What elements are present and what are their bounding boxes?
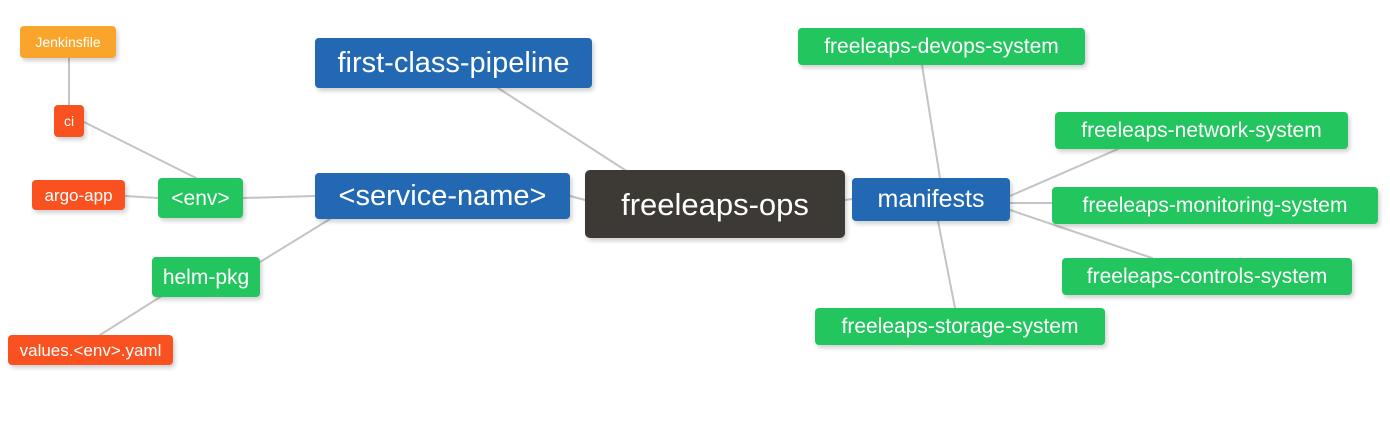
edge-ci-to-env — [83, 121, 197, 179]
node-freeleaps-ops[interactable]: freeleaps-ops — [585, 170, 845, 238]
edge-argo-app-to-env — [124, 195, 159, 199]
node-argo-app[interactable]: argo-app — [32, 180, 125, 210]
edge-helm-pkg-to-values-env-yaml — [99, 291, 169, 336]
node-ci[interactable]: ci — [54, 105, 84, 137]
node-freeleaps-network-system[interactable]: freeleaps-network-system — [1055, 112, 1348, 149]
edge-env-to-service-name — [242, 195, 316, 199]
node-manifests[interactable]: manifests — [852, 178, 1010, 221]
edge-first-class-pipeline-to-freeleaps-ops — [497, 87, 626, 171]
node-freeleaps-controls-system[interactable]: freeleaps-controls-system — [1062, 258, 1352, 295]
node-env[interactable]: <env> — [158, 178, 243, 218]
node-freeleaps-devops-system[interactable]: freeleaps-devops-system — [798, 28, 1085, 65]
edge-freeleaps-ops-to-manifests — [844, 198, 853, 201]
edge-manifests-to-freeleaps-devops-system — [921, 64, 941, 179]
node-values-env-yaml[interactable]: values.<env>.yaml — [8, 335, 173, 365]
node-first-class-pipeline[interactable]: first-class-pipeline — [315, 38, 592, 88]
node-service-name[interactable]: <service-name> — [315, 173, 570, 219]
node-helm-pkg[interactable]: helm-pkg — [152, 257, 260, 297]
edge-service-name-to-freeleaps-ops — [569, 195, 586, 201]
node-freeleaps-storage-system[interactable]: freeleaps-storage-system — [815, 308, 1105, 345]
node-jenkinsfile[interactable]: Jenkinsfile — [20, 26, 116, 58]
node-freeleaps-monitoring-system[interactable]: freeleaps-monitoring-system — [1052, 187, 1378, 224]
edge-manifests-to-freeleaps-storage-system — [937, 220, 956, 309]
edge-service-name-to-helm-pkg — [259, 218, 331, 263]
